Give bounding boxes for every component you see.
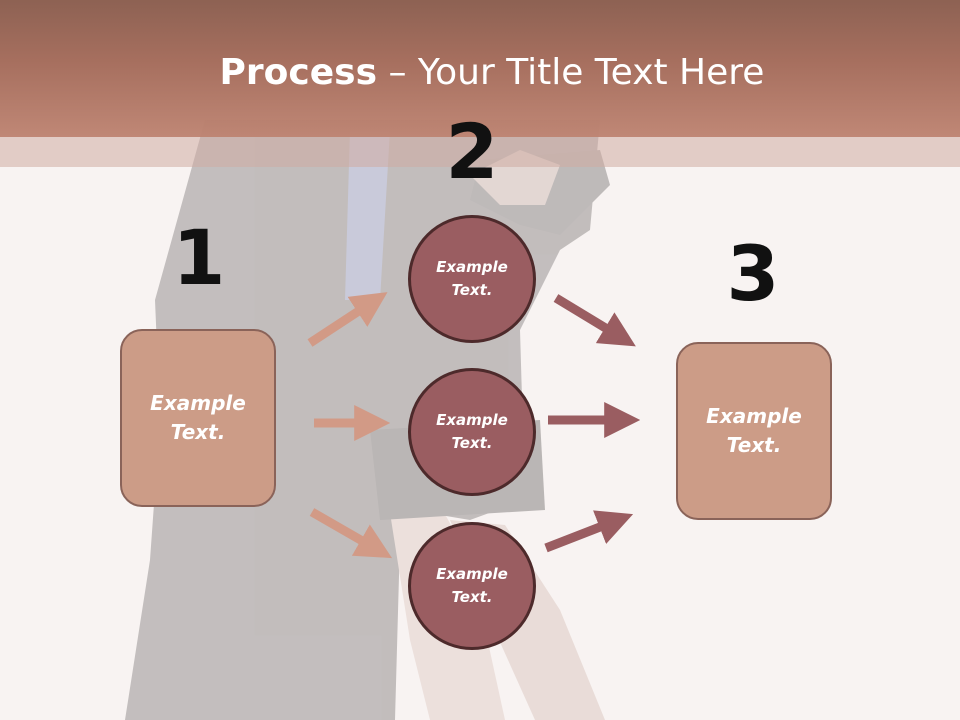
step-number-2: 2 <box>445 107 499 196</box>
circle-top-text: Example Text. <box>436 258 508 299</box>
right-box-text: Example Text. <box>706 404 802 457</box>
circle-middle-text: Example Text. <box>436 411 508 452</box>
header-band <box>0 0 960 137</box>
title-rest: – Your Title Text Here <box>377 52 765 93</box>
left-box: Example Text. <box>120 329 276 507</box>
step-number-3: 3 <box>726 229 780 318</box>
arrow-left-to-top <box>307 292 388 347</box>
header-strip <box>0 137 960 167</box>
slide-title: Process – Your Title Text Here <box>0 52 960 93</box>
circle-top: Example Text. <box>408 215 536 343</box>
arrow-left-to-bottom <box>309 508 393 559</box>
arrow-bottom-to-right <box>544 510 634 553</box>
circle-bottom-text: Example Text. <box>436 565 508 606</box>
left-box-text: Example Text. <box>150 391 246 444</box>
right-box: Example Text. <box>676 342 832 520</box>
arrow-top-to-right <box>553 294 636 347</box>
circle-middle: Example Text. <box>408 368 536 496</box>
circle-bottom: Example Text. <box>408 522 536 650</box>
step-number-1: 1 <box>172 213 226 302</box>
title-strong: Process <box>219 52 378 93</box>
